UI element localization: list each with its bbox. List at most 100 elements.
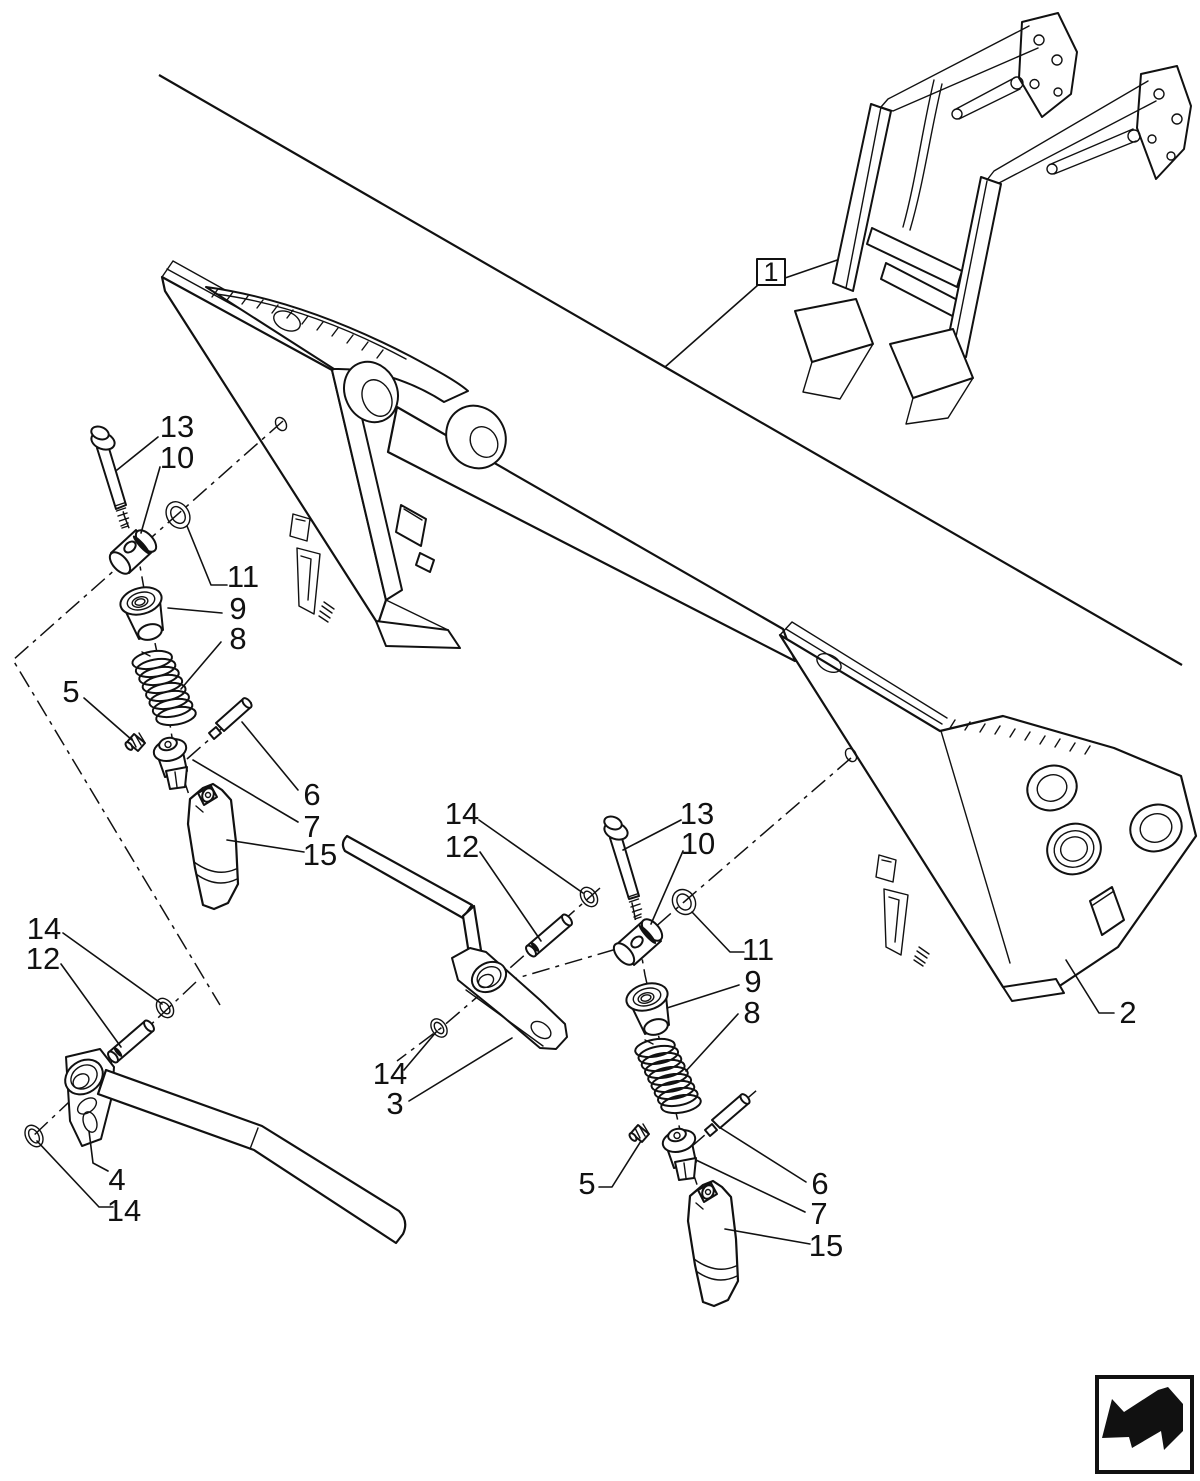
thumb-left-foot — [794, 298, 874, 363]
left-plate-foot-flange — [375, 620, 461, 649]
leader-14-lowerleft-a — [62, 932, 163, 1005]
callout-8-right: 8 — [743, 995, 760, 1030]
right-plate-bolt-hole — [844, 747, 858, 763]
set-screw-knurl — [130, 732, 146, 748]
centerline-left-main — [12, 420, 284, 1006]
snap-ring-outer — [671, 888, 697, 916]
ring-outer — [155, 997, 175, 1019]
right-plate-foot-flange — [1002, 978, 1065, 1002]
right-boss-upper-bore — [1036, 774, 1068, 802]
right-boss-outer-bore — [1139, 813, 1173, 843]
leader-14-center — [478, 819, 584, 894]
plug-bore — [131, 596, 149, 608]
bolt-13-left — [90, 425, 130, 529]
leader-13-left — [116, 436, 159, 471]
thumb-right-mast-line — [952, 180, 988, 353]
latch-hole-inner — [204, 791, 212, 799]
ring-14-center — [579, 886, 599, 908]
callout-14-lowerleft-a: 14 — [27, 911, 61, 946]
right-boss-center-ring — [1053, 830, 1095, 868]
bushing-ring-groove — [132, 535, 151, 555]
ring-outer — [579, 886, 599, 908]
handle-oval-hole — [82, 1111, 98, 1133]
ref-leader-to-thumbnail — [784, 256, 847, 279]
leader-11-right — [691, 911, 745, 953]
washer-outer — [24, 1124, 44, 1148]
latch-body — [686, 1179, 740, 1308]
right-keyhole-latch-slot — [875, 854, 909, 956]
callout-leaders — [36, 436, 1115, 1245]
return-arrow-icon — [1102, 1387, 1183, 1450]
under-bar-bracket-b — [415, 552, 435, 573]
bolt-shaft — [96, 444, 127, 510]
leader-13-center — [622, 819, 682, 851]
handle-boss-ring — [70, 1064, 98, 1090]
plug-bore — [637, 992, 655, 1004]
callout-10-center: 10 — [681, 826, 715, 861]
pin-end-piece — [704, 1123, 718, 1137]
leader-10-left — [140, 466, 161, 534]
thumb-left-foot-tips — [802, 343, 874, 400]
right-clamp-slot — [816, 652, 842, 674]
latch-15-right — [686, 1179, 740, 1308]
callout-labels: 1 13 10 11 9 8 5 6 7 15 14 12 4 14 14 12… — [26, 257, 1137, 1263]
thumb-left-tower-plate — [1018, 12, 1078, 118]
centerline-right-main — [396, 757, 852, 1062]
leader-9-left — [167, 607, 223, 614]
pin12c-ring-band — [530, 942, 540, 952]
pin12-cap-bottom — [107, 1050, 119, 1064]
callout-10-left: 10 — [160, 440, 194, 475]
bushing-cross-hole — [123, 540, 137, 554]
lever-rod-upper — [341, 834, 474, 920]
right-mount-plate — [778, 621, 1198, 1002]
callout-13-left: 13 — [160, 409, 194, 444]
lever-boss-bore — [477, 973, 495, 989]
latch-15-left — [186, 782, 240, 911]
plunger-7-right — [661, 1127, 697, 1181]
callout-12-center: 12 — [445, 829, 479, 864]
crossbar-tube — [386, 404, 797, 663]
left-hinge-boss — [343, 360, 399, 424]
left-clamp-hatch — [211, 288, 384, 359]
leader-14-center-b — [403, 1030, 438, 1071]
pin-12-lowerleft — [107, 1019, 155, 1064]
callout-4: 4 — [108, 1162, 125, 1197]
latch-notch — [695, 1202, 704, 1210]
pin-cap — [739, 1093, 751, 1105]
thumb-right-foot-tips — [905, 377, 974, 425]
plunger-center — [164, 740, 172, 749]
right-boss-upper — [1026, 764, 1078, 812]
leader-3 — [408, 1037, 513, 1102]
plunger-dome — [667, 1127, 687, 1143]
spring-coils — [634, 1037, 702, 1115]
handle-washer-edge — [76, 1097, 98, 1115]
thumb-cross-rung-1 — [866, 227, 963, 288]
loader-thumbnail — [794, 12, 1192, 425]
lever-plate — [451, 947, 568, 1050]
bushing-ring-groove — [638, 925, 657, 944]
leader-9-right — [666, 984, 740, 1009]
ring-outer — [430, 1018, 448, 1038]
pin-6-right — [704, 1093, 751, 1137]
latch-hole-inner — [704, 1188, 712, 1196]
thumb-left-mast-line — [845, 106, 882, 289]
left-clamp-slot — [273, 310, 301, 332]
callout-14-center: 14 — [445, 796, 479, 831]
callout-3: 3 — [386, 1086, 403, 1121]
nav-return-icon[interactable] — [1095, 1375, 1194, 1474]
subframe-assembly — [160, 260, 1198, 1002]
plunger-dome — [158, 736, 178, 752]
leader-6-left — [241, 721, 299, 791]
leader-12-center — [479, 851, 542, 942]
crossbar-end-cap — [445, 404, 507, 470]
leader-15-left — [226, 839, 305, 853]
thumb-right-tower-plate — [1136, 65, 1192, 180]
handle-arm-fold — [249, 1127, 259, 1150]
plunger-center — [673, 1131, 681, 1140]
plunger-tab-notch — [174, 771, 178, 788]
thumb-right-mast — [945, 176, 1002, 358]
leader-11-left — [186, 525, 228, 586]
left-hinge-boss-bore — [361, 379, 393, 417]
